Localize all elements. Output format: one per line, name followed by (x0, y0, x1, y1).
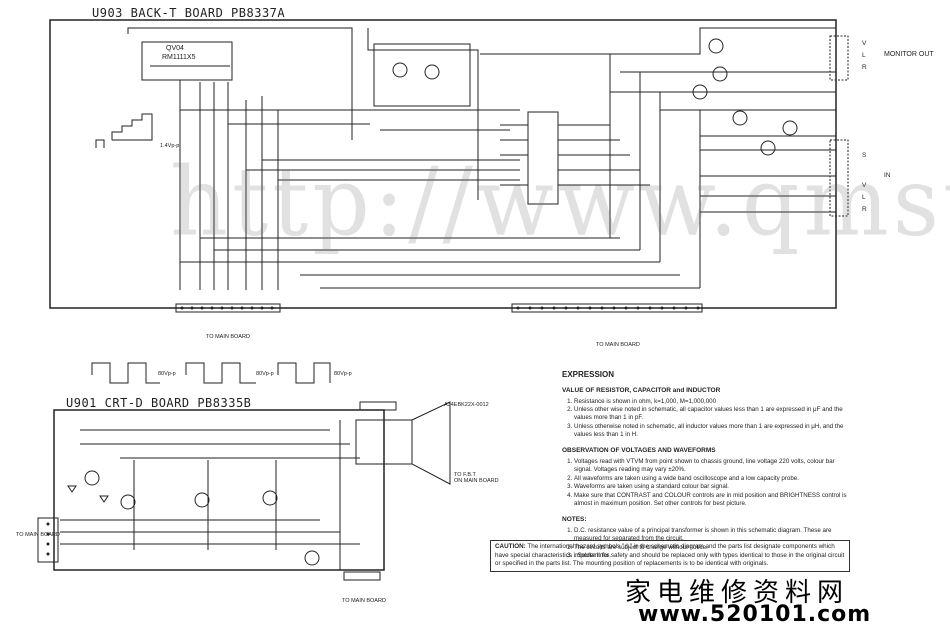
values-item: Resistance is shown in ohm, k=1,000, M=1… (574, 398, 852, 406)
crt-tube-shape (411, 401, 451, 485)
jack-label-r: R (862, 206, 867, 213)
observation-item: Voltages read with VTVM from point shown… (574, 458, 852, 475)
bottom-board-title: U901 CRT-D BOARD PB8335B (66, 396, 252, 410)
jack-label-s: S (862, 152, 867, 159)
bottom-to-main-2: TO MAIN BOARD (342, 598, 386, 604)
top-board-title: U903 BACK-T BOARD PB8337A (92, 6, 286, 20)
to-fbt-label: TO F.B.T ON MAIN BOARD (454, 472, 499, 484)
bottom-board-schematic (37, 401, 451, 581)
crt-waveforms (91, 362, 331, 384)
right-connector-strip (511, 303, 703, 313)
observation-title: OBSERVATION OF VOLTAGES AND WAVEFORMS (562, 447, 716, 455)
left-connector-strip (175, 303, 281, 313)
caution-label: CAUTION: (495, 543, 526, 550)
notes-item: : Solder links. (574, 552, 852, 560)
observation-item: Waveforms are taken using a standard col… (574, 483, 852, 491)
values-title: VALUE OF RESISTOR, CAPACITOR and INDUCTO… (562, 386, 721, 394)
notes-title: NOTES: (562, 516, 587, 524)
side-in-label: IN (884, 172, 891, 179)
ic-centre-box (527, 111, 559, 205)
observation-item: All waveforms are taken using a wide ban… (574, 475, 852, 483)
notes-item: D.C. resistance value of a principal tra… (574, 527, 852, 544)
site-url[interactable]: www.520101.com (638, 602, 872, 627)
jack-label-v: V (862, 182, 867, 189)
observation-item: Make sure that CONTRAST and COLOUR contr… (574, 492, 852, 509)
values-item: Unless otherwise noted in schematic, all… (574, 423, 852, 440)
caution-box: CAUTION: The international hazard symbol… (490, 540, 850, 572)
top-board-schematic (49, 19, 849, 313)
jack-label-v-top: V (862, 40, 867, 47)
values-item: Unless other wise noted in schematic, al… (574, 406, 852, 423)
site-name-cn: 家电维修资料网 (625, 578, 850, 608)
wave-label-2: 80Vp-p (256, 371, 274, 377)
expression-notes: EXPRESSION VALUE OF RESISTOR, CAPACITOR … (562, 370, 852, 560)
notes-heading: EXPRESSION (562, 370, 615, 379)
ic-qv04-box (141, 41, 233, 81)
wave-label-1: 80Vp-p (158, 371, 176, 377)
monitor-out-label: MONITOR OUT (884, 51, 934, 58)
to-main-board-right: TO MAIN BOARD (596, 342, 640, 348)
wave-label-3: 80Vp-p (334, 371, 352, 377)
caution-text: The international hazard symbols "⚠" in … (495, 543, 845, 567)
crt-tube-label: A34EBK22X-0012 (444, 402, 489, 408)
notes-item: The circuits are subject to change witho… (574, 544, 852, 552)
to-main-board-left: TO MAIN BOARD (206, 334, 250, 340)
jack-label-r-top: R (862, 64, 867, 71)
ic-qv04-part: RM1111X5 (162, 54, 196, 61)
jack-label-l-top: L (862, 52, 866, 59)
bottom-to-main: TO MAIN BOARD (16, 532, 60, 538)
waveform-voltage-note: 1.4Vp-p (160, 143, 180, 149)
ic-qv04-label: QV04 (166, 45, 184, 52)
jack-label-l: L (862, 194, 866, 201)
